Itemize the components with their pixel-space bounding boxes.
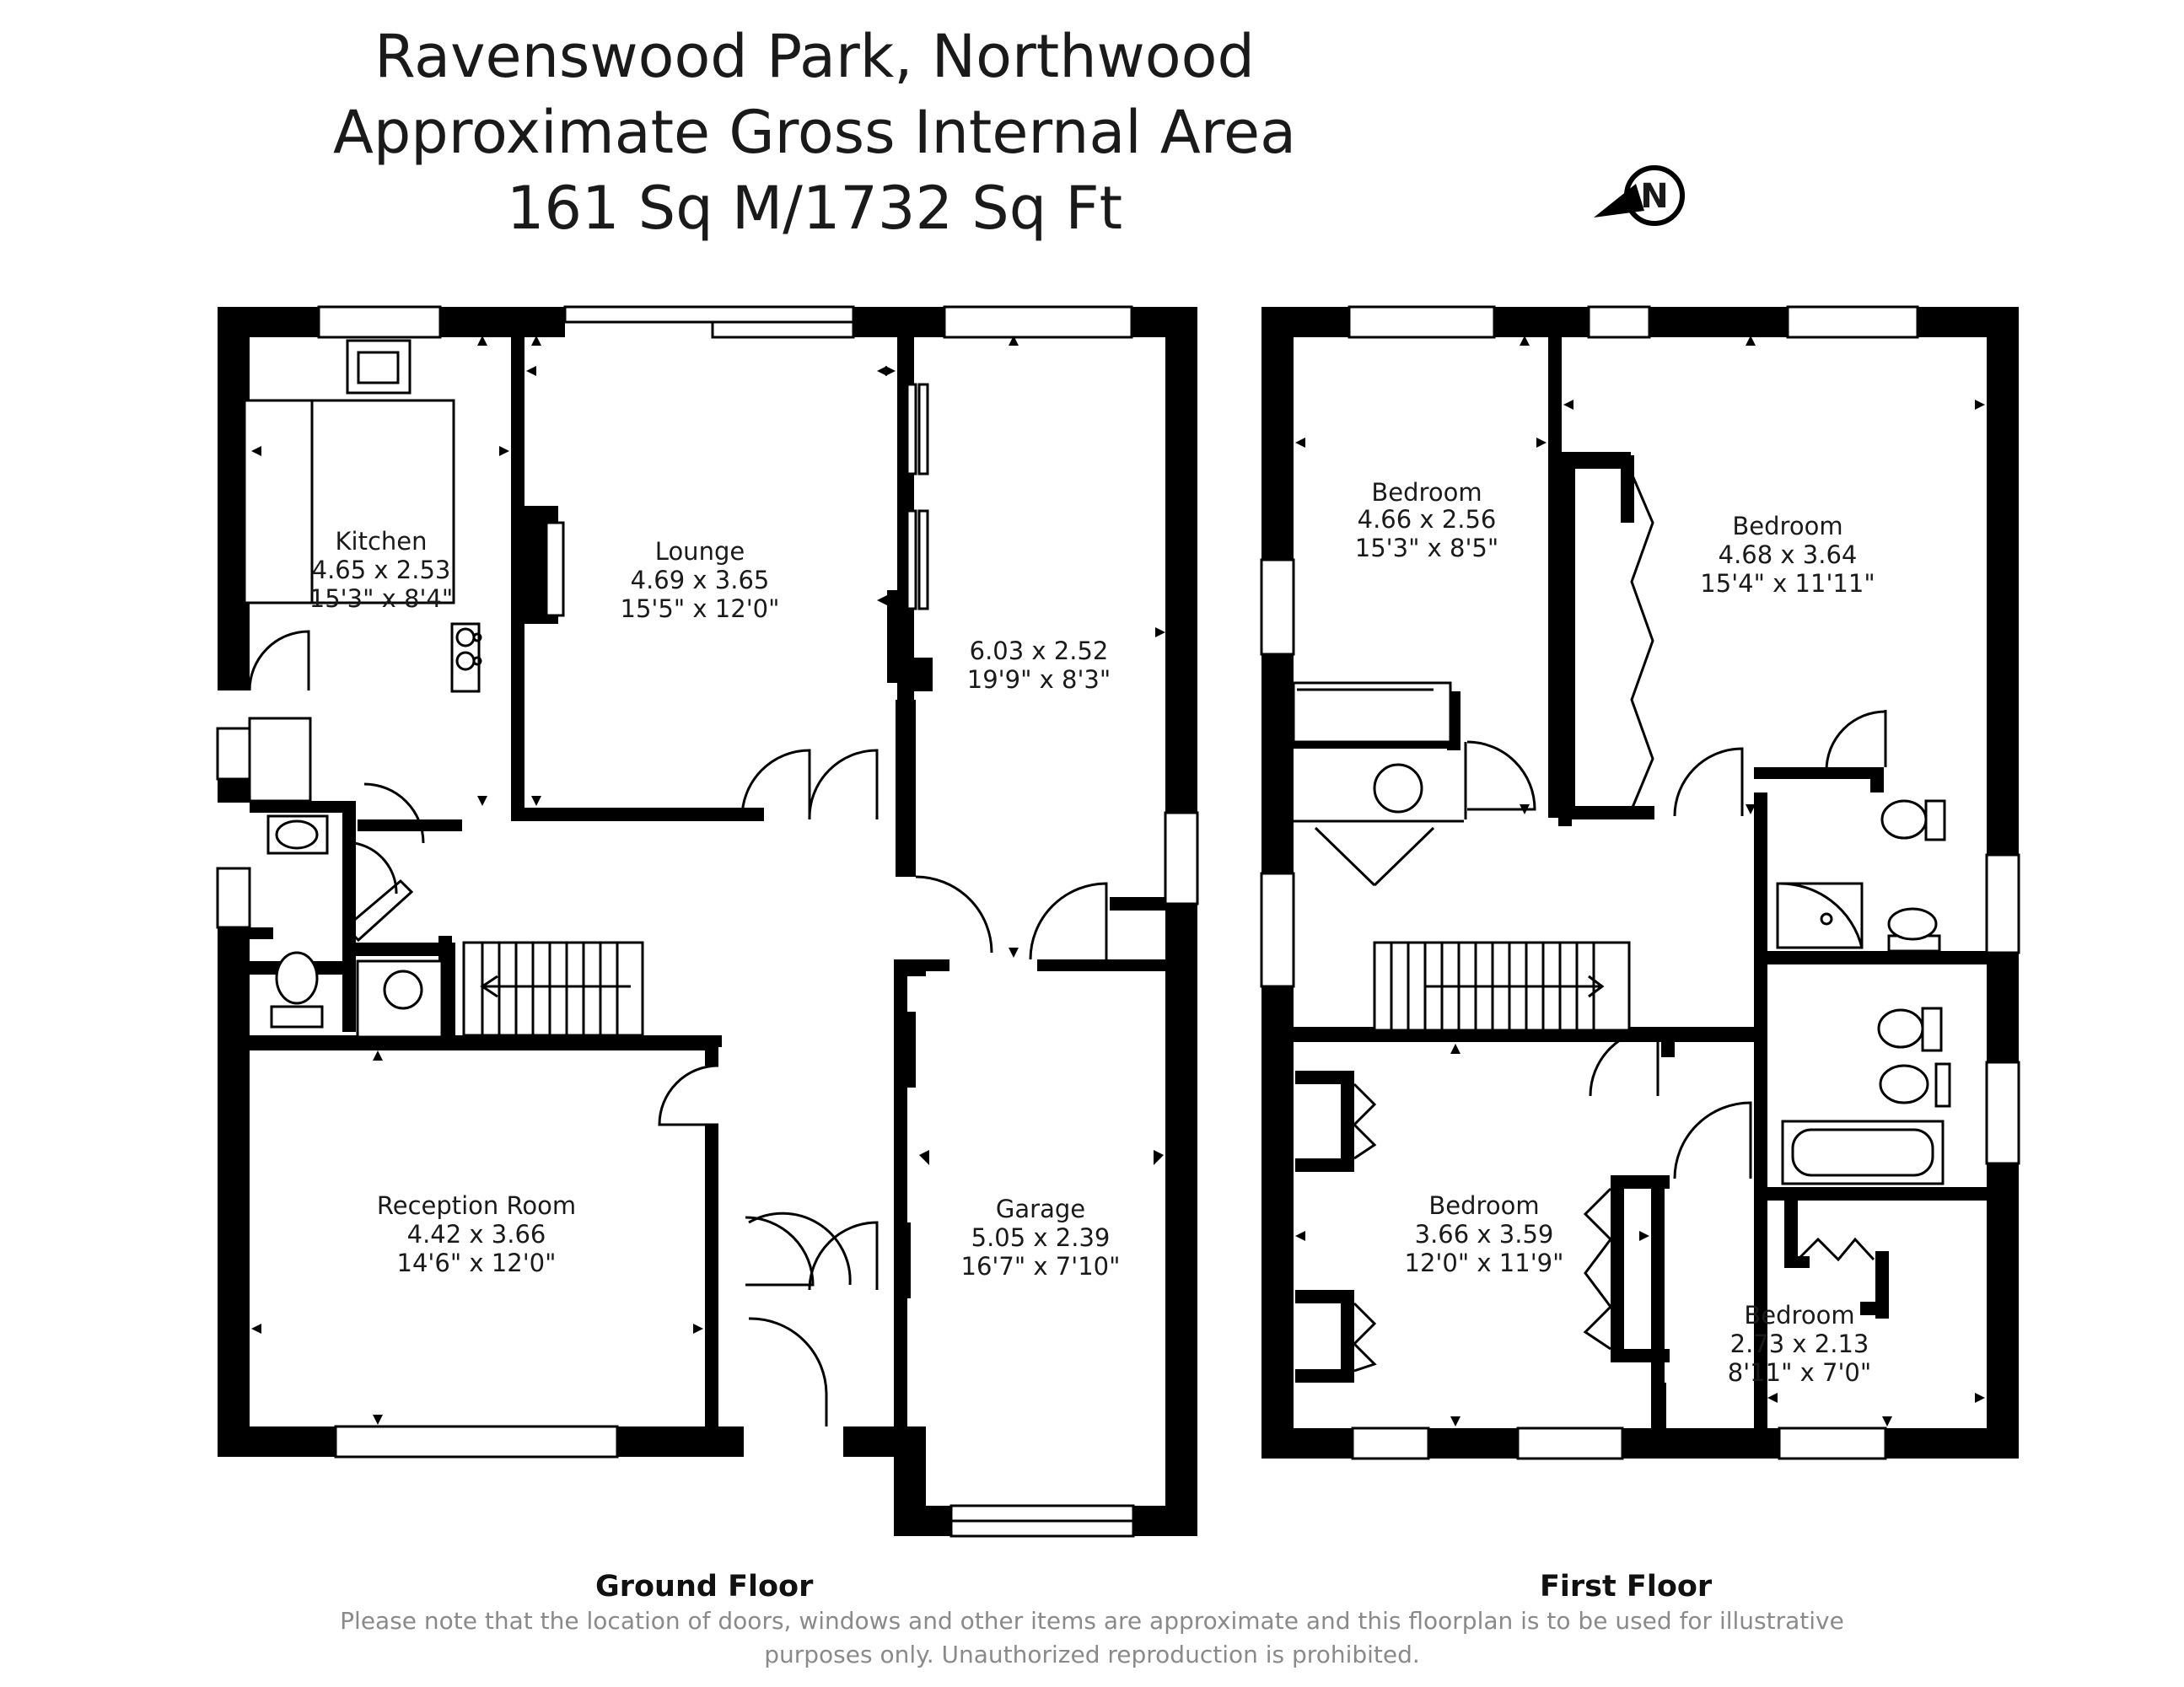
garage-name: Garage bbox=[996, 1195, 1085, 1223]
lounge-name: Lounge bbox=[655, 537, 745, 566]
ground-stairs bbox=[462, 941, 644, 1037]
bedroom-se-imperial: 8'11" x 7'0" bbox=[1728, 1358, 1871, 1387]
garage-metric: 5.05 x 2.39 bbox=[971, 1223, 1111, 1252]
lounge-metric: 4.69 x 3.65 bbox=[631, 566, 770, 594]
title-block: Ravenswood Park, Northwood Approximate G… bbox=[0, 19, 1629, 246]
bedroom-nw-name: Bedroom bbox=[1371, 478, 1482, 507]
disclaimer-line-2: purposes only. Unauthorized reproduction… bbox=[764, 1641, 1420, 1668]
kitchen-imperial: 15'3" x 8'4" bbox=[309, 584, 453, 613]
first-floor-plan bbox=[1260, 305, 2020, 1460]
east-room-metric: 6.03 x 2.52 bbox=[970, 637, 1109, 665]
ground-floor-plan bbox=[216, 305, 1199, 1538]
reception-imperial: 14'6" x 12'0" bbox=[397, 1249, 557, 1277]
kitchen-name: Kitchen bbox=[336, 527, 428, 556]
bedroom-sw-metric: 3.66 x 3.59 bbox=[1415, 1220, 1554, 1249]
bedroom-se-name: Bedroom bbox=[1744, 1301, 1854, 1330]
bedroom-ne-name: Bedroom bbox=[1732, 512, 1842, 540]
reception-name: Reception Room bbox=[377, 1191, 576, 1220]
property-title: Ravenswood Park, Northwood bbox=[374, 22, 1255, 91]
ground-floor-label: Ground Floor bbox=[595, 1570, 814, 1604]
bedroom-ne-metric: 4.68 x 3.64 bbox=[1719, 540, 1858, 569]
bedroom-nw-metric: 4.66 x 2.56 bbox=[1358, 505, 1497, 534]
garage-imperial: 16'7" x 7'10" bbox=[961, 1252, 1121, 1281]
bedroom-sw-name: Bedroom bbox=[1428, 1191, 1539, 1220]
kitchen-metric: 4.65 x 2.53 bbox=[312, 556, 451, 584]
lounge-imperial: 15'5" x 12'0" bbox=[621, 594, 780, 623]
east-room-imperial: 19'9" x 8'3" bbox=[967, 665, 1111, 694]
reception-metric: 4.42 x 3.66 bbox=[407, 1220, 546, 1249]
compass-icon: N bbox=[1594, 165, 1685, 226]
first-floor-label: First Floor bbox=[1540, 1570, 1713, 1604]
disclaimer: Please note that the location of doors, … bbox=[253, 1604, 1931, 1672]
area-value: 161 Sq M/1732 Sq Ft bbox=[506, 174, 1123, 243]
bedroom-nw-imperial: 15'3" x 8'5" bbox=[1355, 534, 1498, 562]
area-subtitle: Approximate Gross Internal Area bbox=[332, 98, 1296, 167]
bedroom-ne-imperial: 15'4" x 11'11" bbox=[1700, 569, 1875, 598]
disclaimer-line-1: Please note that the location of doors, … bbox=[340, 1607, 1844, 1635]
first-stairs bbox=[1373, 941, 1631, 1032]
compass-letter: N bbox=[1640, 177, 1668, 216]
bedroom-se-metric: 2.73 x 2.13 bbox=[1730, 1330, 1869, 1358]
bedroom-sw-imperial: 12'0" x 11'9" bbox=[1405, 1249, 1564, 1277]
